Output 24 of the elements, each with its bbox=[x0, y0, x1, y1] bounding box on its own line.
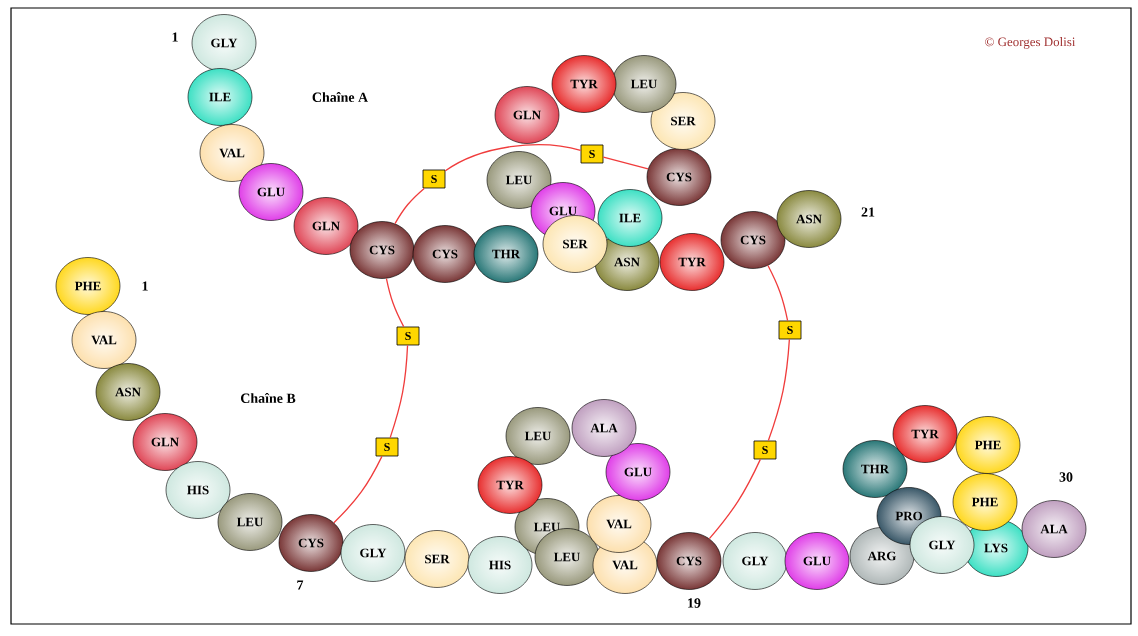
disulfide-bond bbox=[394, 187, 425, 225]
disulfide-bond bbox=[333, 455, 383, 524]
disulfide-bond bbox=[767, 264, 789, 322]
chain-label: 21 bbox=[861, 207, 875, 217]
disulfide-box: S bbox=[778, 320, 802, 340]
chain-label: 1 bbox=[142, 281, 148, 291]
disulfide-bond bbox=[767, 338, 791, 442]
disulfide-box: S bbox=[375, 437, 399, 457]
chain-label: 30 bbox=[1059, 472, 1073, 482]
chain-label: 19 bbox=[688, 598, 701, 608]
chain-label: Chaîne B bbox=[241, 393, 296, 403]
chain-label: 7 bbox=[297, 580, 304, 590]
disulfide-box: S bbox=[422, 169, 446, 189]
disulfide-box: S bbox=[396, 326, 420, 346]
disulfide-bond bbox=[708, 458, 761, 540]
disulfide-bond bbox=[389, 344, 409, 439]
copyright-note: © Georges Dolisi bbox=[985, 37, 1076, 49]
disulfide-bond bbox=[385, 277, 405, 328]
disulfide-bond bbox=[602, 156, 649, 170]
disulfide-box: S bbox=[753, 440, 777, 460]
disulfide-bond bbox=[444, 144, 582, 172]
chain-label: Chaîne A bbox=[312, 92, 368, 102]
chain-label: 1 bbox=[172, 32, 178, 42]
disulfide-box: S bbox=[580, 144, 604, 164]
